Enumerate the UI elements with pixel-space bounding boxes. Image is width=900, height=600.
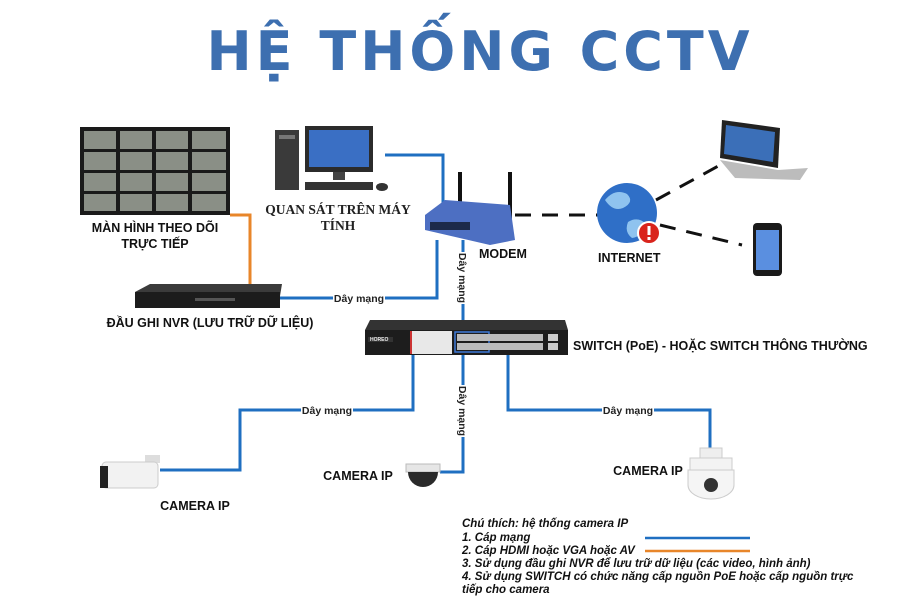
cable-label-switch-camera-left: Dây mạng: [302, 405, 352, 417]
hdmi-cable-monitor-nvr: [230, 213, 252, 288]
poe-switch-icon: HOREO: [365, 320, 568, 355]
bullet-camera-icon: [100, 455, 160, 489]
monitor-wall-icon: [80, 127, 230, 215]
smartphone-icon: [753, 223, 782, 276]
monitor-wall-label: MÀN HÌNH THEO DÕI: [92, 220, 218, 235]
cable-label-nvr-modem: Dây mạng: [334, 293, 384, 305]
ptz-camera-icon: [687, 447, 735, 500]
modem-label: MODEM: [479, 247, 527, 261]
monitor-wall-label-line2: TRỰC TIẾP: [121, 236, 188, 251]
laptop-icon: [720, 120, 808, 180]
cable-label-switch-camera-right: Dây mạng: [603, 405, 653, 417]
legend-item: 1. Cáp mạng: [462, 532, 530, 544]
diagram-title: HỆ THỐNG CCTV: [206, 13, 753, 83]
legend: Chú thích: hệ thống camera IP 1. Cáp mạn…: [461, 518, 854, 596]
legend-heading: Chú thích: hệ thống camera IP: [462, 518, 628, 530]
legend-item: tiếp cho camera: [462, 584, 550, 596]
legend-item: 3. Sử dụng đầu ghi NVR để lưu trữ dữ liệ…: [462, 558, 811, 570]
camera-left-label: CAMERA IP: [160, 499, 230, 513]
legend-item: 2. Cáp HDMI hoặc VGA hoặc AV: [461, 545, 636, 557]
dome-camera-icon: [405, 463, 441, 487]
wireless-link-internet-laptop: [655, 162, 723, 202]
network-cable-switch-camera-left: [160, 355, 415, 472]
pc-label-line2: TÍNH: [321, 218, 356, 233]
switch-brand: HOREO: [370, 337, 388, 343]
wireless-link-internet-phone: [659, 223, 743, 247]
network-cable-pc-modem: [385, 153, 445, 205]
switch-label: SWITCH (PoE) - HOẶC SWITCH THÔNG THƯỜNG: [573, 338, 868, 353]
nvr-label: ĐẦU GHI NVR (LƯU TRỮ DỮ LIỆU): [107, 315, 314, 330]
cable-label-switch-camera-center: Dây mạng: [456, 386, 468, 436]
internet-label: INTERNET: [598, 251, 661, 265]
camera-right-label: CAMERA IP: [613, 464, 683, 478]
desktop-computer-icon: [275, 126, 388, 191]
camera-center-label: CAMERA IP: [323, 469, 393, 483]
internet-globe-icon: [597, 183, 661, 245]
nvr-recorder-icon: [135, 284, 282, 308]
legend-item: 4. Sử dụng SWITCH có chức năng cấp nguồn…: [461, 571, 854, 583]
pc-label: QUAN SÁT TRÊN MÁY: [265, 202, 411, 217]
modem-router-icon: [425, 172, 515, 245]
network-cable-nvr-modem: [280, 240, 439, 300]
cable-label-modem-switch: Dây mạng: [456, 253, 468, 303]
